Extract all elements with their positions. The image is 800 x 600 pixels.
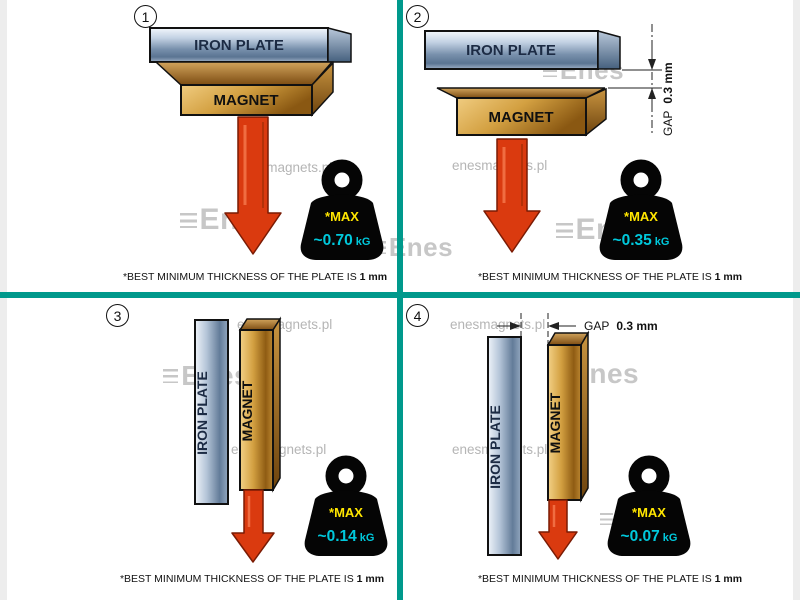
iron-plate-side-face <box>327 27 352 63</box>
panel-3-caption: *BEST MINIMUM THICKNESS OF THE PLATE IS … <box>52 573 452 585</box>
iron-plate-label: IRON PLATE <box>487 405 503 489</box>
gap-arrowhead-up <box>648 88 656 99</box>
magnet <box>239 329 274 491</box>
gap-arrowhead-left <box>548 322 559 330</box>
magnet-side-face <box>580 330 589 503</box>
gap-size: 0.3 mm <box>661 62 675 103</box>
magnet-label: MAGNET <box>239 380 255 441</box>
gap-word: GAP <box>584 319 609 333</box>
panel-2-caption: *BEST MINIMUM THICKNESS OF THE PLATE IS … <box>410 271 800 283</box>
caption-bold: 1 mm <box>356 573 385 585</box>
iron-plate-label: IRON PLATE <box>466 42 556 59</box>
magnet-top-face <box>436 87 606 99</box>
gap-size: 0.3 mm <box>616 319 657 333</box>
page-margin-left <box>0 0 7 600</box>
magnet <box>456 97 587 136</box>
weight-unit: kG <box>655 236 670 248</box>
magnet-label: MAGNET <box>547 392 563 453</box>
page-margin-right <box>793 0 800 600</box>
weight-max-label: *MAX <box>325 209 359 224</box>
panel-2-number: 2 <box>406 5 429 28</box>
pull-force-arrow <box>231 489 275 563</box>
weight-max-label: *MAX <box>632 505 666 520</box>
magnet-label: MAGNET <box>489 109 554 126</box>
pull-force-arrow <box>224 116 282 255</box>
magnet-side-face <box>585 87 607 137</box>
pull-force-arrow <box>538 499 578 560</box>
weight-value-number: ~0.70 <box>314 232 353 249</box>
panel-1-number: 1 <box>134 5 157 28</box>
weight-max-label: *MAX <box>329 505 363 520</box>
iron-plate <box>194 319 229 505</box>
gap-arrowhead-right <box>510 322 521 330</box>
iron-plate <box>424 30 599 70</box>
caption-text: *BEST MINIMUM THICKNESS OF THE PLATE IS <box>122 271 357 283</box>
gap-word: GAP <box>661 111 675 136</box>
divider-horizontal <box>0 292 800 298</box>
magnet-top-face <box>154 61 334 86</box>
iron-plate <box>487 336 522 556</box>
caption-bold: 1 mm <box>714 271 743 283</box>
caption-text: *BEST MINIMUM THICKNESS OF THE PLATE IS <box>477 573 712 585</box>
weight-unit: kG <box>360 532 375 544</box>
panel-1-caption: *BEST MINIMUM THICKNESS OF THE PLATE IS … <box>55 271 455 283</box>
panel-4-caption: *BEST MINIMUM THICKNESS OF THE PLATE IS … <box>410 573 800 585</box>
panel-4-number: 4 <box>406 304 429 327</box>
panel-3-number: 3 <box>106 304 129 327</box>
weight-unit: kG <box>356 236 371 248</box>
iron-plate-label: IRON PLATE <box>194 371 210 455</box>
gap-arrowhead-down <box>648 59 656 70</box>
weight-value-number: ~0.35 <box>613 232 653 249</box>
magnet-label: MAGNET <box>214 92 279 109</box>
iron-plate-side-face <box>597 30 621 70</box>
gap-label: GAP 0.3 mm <box>584 319 658 333</box>
site-text: enesmagnets.pl <box>450 317 546 332</box>
pull-force-arrow <box>483 138 541 253</box>
weight-value-number: ~0.14 <box>318 528 358 545</box>
gap-label: GAP 0.3 mm <box>661 62 675 136</box>
site-watermark: enesmagnets.pl <box>450 317 545 332</box>
caption-text: *BEST MINIMUM THICKNESS OF THE PLATE IS <box>119 573 354 585</box>
magnet-side-face <box>272 316 281 493</box>
weight-max-label: *MAX <box>624 209 658 224</box>
iron-plate-label: IRON PLATE <box>194 37 284 54</box>
caption-text: *BEST MINIMUM THICKNESS OF THE PLATE IS <box>477 271 712 283</box>
caption-bold: 1 mm <box>359 271 388 283</box>
weight-value-number: ~0.07 <box>621 528 660 545</box>
magnet <box>180 84 313 116</box>
weight-unit: kG <box>663 532 678 544</box>
divider-vertical <box>397 0 403 600</box>
caption-bold: 1 mm <box>714 573 743 585</box>
